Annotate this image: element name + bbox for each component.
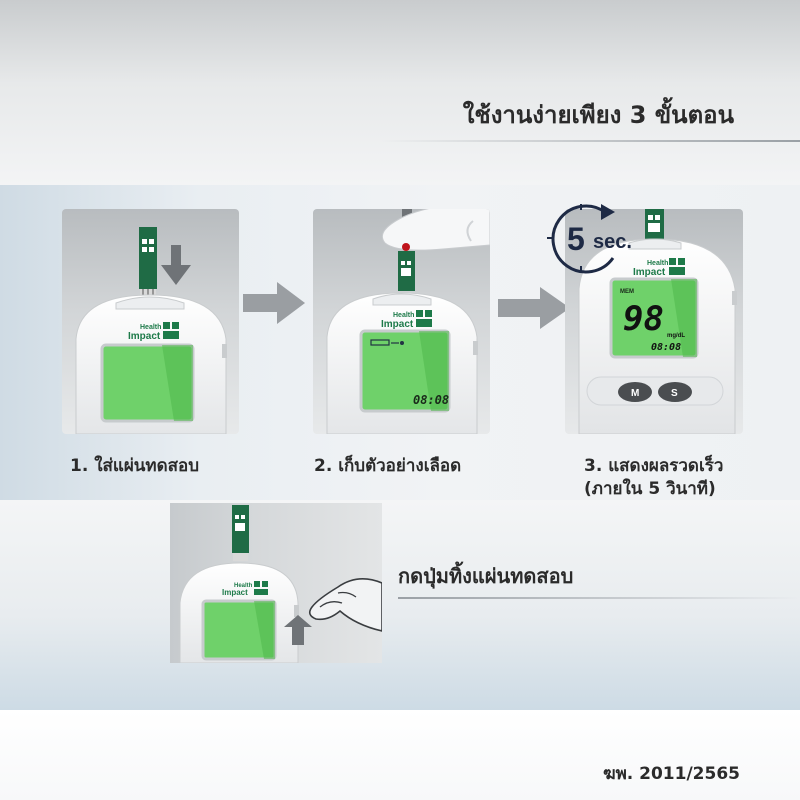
glucose-meter <box>75 294 227 434</box>
top-background <box>0 0 800 185</box>
step-arrow-2-icon <box>498 287 570 329</box>
timer-badge-icon: 5 sec. <box>547 204 632 274</box>
svg-text:Health: Health <box>393 312 414 319</box>
m-button[interactable] <box>618 382 652 402</box>
step-3-sublabel: (ภายใน 5 วินาที) <box>584 479 716 499</box>
insert-arrow-icon <box>161 245 191 285</box>
timer-unit: sec. <box>593 231 632 253</box>
health-impact-logo: Health Impact <box>633 258 685 278</box>
step-1-image: Health Impact <box>62 209 239 434</box>
step-2-image: 08:08 Health Impact <box>313 209 490 434</box>
eject-divider <box>398 597 800 599</box>
page-title: ใช้งานง่ายเพียง 3 ขั้นตอน <box>462 101 734 129</box>
step-1-label: 1. ใส่แผ่นทดสอบ <box>70 456 200 476</box>
svg-text:Health: Health <box>140 324 161 331</box>
step-2-label: 2. เก็บตัวอย่างเลือด <box>314 456 462 476</box>
svg-text:Impact: Impact <box>381 319 414 330</box>
reading-value: 98 <box>623 299 664 339</box>
step-arrow-1-icon <box>243 282 305 324</box>
memory-label: MEM <box>620 289 634 295</box>
eject-band <box>0 500 800 710</box>
test-strip <box>139 227 157 299</box>
s-button[interactable] <box>658 382 692 402</box>
strip-indicator-icon <box>370 339 404 346</box>
registration-number: ฆพ. 2011/2565 <box>602 764 740 784</box>
step-3-label: 3. แสดงผลรวดเร็ว <box>584 456 724 476</box>
svg-text:Impact: Impact <box>222 588 248 597</box>
svg-text:Impact: Impact <box>128 331 161 342</box>
glucose-meter <box>179 562 299 663</box>
svg-text:Health: Health <box>647 260 668 267</box>
eject-arrow-icon <box>284 615 312 645</box>
screen-time: 08:08 <box>651 342 681 353</box>
test-strip <box>645 209 664 241</box>
svg-text:Impact: Impact <box>633 267 666 278</box>
svg-text:M: M <box>631 388 639 399</box>
eject-image: Health Impact <box>170 503 382 663</box>
reading-unit: mg/dL <box>667 333 685 339</box>
glucose-meter: MEM 98 mg/dL 08:08 M S <box>578 238 737 434</box>
glucose-meter: 08:08 <box>326 292 478 434</box>
svg-text:Health: Health <box>234 583 253 589</box>
finger-icon <box>381 209 490 251</box>
test-strip <box>232 505 249 561</box>
test-strip <box>398 251 415 291</box>
timer-number: 5 <box>567 221 585 257</box>
step-3-image: MEM 98 mg/dL 08:08 M S Health Impact <box>565 209 743 434</box>
title-divider <box>380 140 800 142</box>
health-impact-logo: Health Impact <box>222 581 268 597</box>
footer-background <box>0 710 800 800</box>
svg-text:S: S <box>671 388 678 399</box>
eject-label: กดปุ่มทิ้งแผ่นทดสอบ <box>398 564 574 588</box>
health-impact-logo: Health Impact <box>381 310 432 330</box>
blood-drop-icon <box>402 243 410 251</box>
hand-icon <box>308 578 382 632</box>
health-impact-logo: Health Impact <box>128 322 179 342</box>
screen-time: 08:08 <box>413 393 449 407</box>
